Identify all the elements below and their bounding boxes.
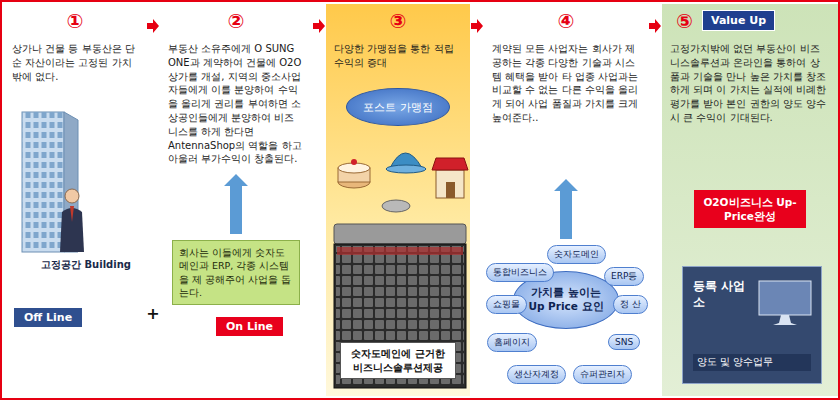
dish [382, 200, 410, 212]
solution-box: 숫자도메인에 근거한 비즈니스솔루션제공 [340, 342, 456, 379]
flow-arrow [147, 19, 159, 33]
node-text: 통합비즈니스 [493, 266, 547, 279]
building-illustration [22, 112, 84, 252]
factor-bubble: 통합비즈니스 [486, 263, 554, 282]
node-text: 슈퍼관리자 [580, 368, 625, 381]
flow-arrow [313, 19, 325, 33]
online-tag: On Line [216, 317, 283, 336]
callout-number: ④ [492, 8, 640, 34]
node-text: 홈페이지 [494, 336, 530, 349]
factor-bubble: 쇼핑몰 [486, 295, 527, 314]
shop [436, 170, 464, 198]
factor-bubble: ERP등 [604, 267, 644, 286]
building-windows [22, 112, 64, 252]
monitor-screen [759, 281, 811, 315]
node-text: 양도 및 양수업무 [693, 354, 811, 371]
franchise-ellipse: 포스트 가맹점 [346, 88, 450, 126]
monitor-icon [757, 279, 813, 329]
callout-number: ③ [334, 8, 462, 34]
panel-text: 부동산 소유주에게 O SUNG ONE과 계약하여 건물에 O2O상가를 개설… [168, 42, 304, 166]
office-box: 등록 사업소양도 및 양수업무 [682, 266, 822, 384]
device-top [334, 224, 466, 244]
hat [386, 165, 426, 173]
factor-bubble: 생산자계정 [507, 365, 566, 384]
shop-awning [432, 158, 468, 170]
result-box: O2O비즈니스 Up-Price완성 [694, 190, 806, 228]
node-text: 회사는 이들에게 숫자도메인과 ERP, 각종 시스템을 제 공해주어 사업을 … [179, 246, 293, 299]
stage-panel: ③ 다양한 가맹점을 통한 적립수익의 증대포스트 가맹점숫자도메인에 근거한 비… [326, 4, 470, 396]
panel-ground [326, 4, 470, 396]
shop-icons [338, 153, 468, 212]
flow-arrow [649, 19, 661, 33]
factor-bubble: 홈페이지 [487, 333, 537, 352]
factor-bubble: 숫자도메인 [547, 245, 606, 264]
panel-ground [662, 4, 838, 396]
value-up-tag: Value Up [702, 10, 775, 31]
person-tie [70, 206, 74, 222]
node-text: 등록 사업소 [693, 279, 757, 310]
stage-panel: ④ 계약된 모든 사업자는 회사가 제공하는 각종 다양한 기술과 시스템 혜택을… [484, 4, 648, 396]
node-text: On Line [226, 320, 273, 333]
factor-bubble: 슈퍼관리자 [573, 365, 632, 384]
plus-sign: + [146, 304, 160, 323]
node-text: Value Up [711, 14, 766, 27]
keyboard [334, 244, 466, 388]
panel-text: 다양한 가맹점을 통한 적립수익의 증대 [334, 42, 462, 70]
keys [336, 246, 464, 386]
callout-number: ② [168, 8, 304, 34]
up-arrow [554, 179, 578, 239]
label-holder: + [146, 304, 160, 323]
label-holder: 고정공간 Building [38, 258, 134, 271]
node-text: 숫자도메인 [554, 248, 599, 261]
node-text: 정 산 [620, 298, 641, 311]
up-arrow [224, 174, 248, 234]
node-text: ERP등 [611, 270, 637, 283]
node-text: 가치를 높이는 Up Price 요인 [526, 286, 606, 313]
building-caption: 고정공간 Building [38, 258, 134, 271]
node-text: 쇼핑몰 [493, 298, 520, 311]
node-text: O2O비즈니스 Up-Price완성 [700, 195, 800, 223]
panel-text: 고정가치밖에 없던 부동산이 비즈니스솔루션과 온라인을 통하여 상품과 기술을… [670, 42, 828, 125]
key-row [337, 247, 463, 255]
keyboard-illustration [334, 224, 466, 388]
callout-number: ① [12, 8, 138, 34]
factor-bubble: 정 산 [613, 295, 648, 314]
panel-text: 계약된 모든 사업자는 회사가 제공하는 각종 다양한 기술과 시스템 혜택을 … [492, 42, 640, 125]
factor-bubble: SNS [608, 334, 640, 350]
node-text: SNS [615, 337, 633, 347]
offline-tag: Off Line [14, 308, 82, 327]
stage-panel: ② 부동산 소유주에게 O SUNG ONE과 계약하여 건물에 O2O상가를 개… [160, 4, 312, 396]
node-text: Off Line [24, 311, 72, 324]
person-head [65, 189, 79, 203]
node-text: 숫자도메인에 근거한 비즈니스솔루션제공 [346, 347, 450, 374]
cherry [351, 159, 357, 165]
shop-door [446, 182, 455, 198]
stage-panel: ⑤고정가치밖에 없던 부동산이 비즈니스솔루션과 온라인을 통하여 상품과 기술… [662, 4, 836, 396]
node-text: 포스트 가맹점 [363, 100, 433, 115]
flow-arrow [471, 19, 483, 33]
building-front [22, 112, 64, 252]
panel-text: 상가나 건물 등 부동산은 단순 자산이라는 고정된 가치밖에 없다. [12, 42, 138, 83]
node-text: 생산자계정 [514, 368, 559, 381]
stage-panel: ① 상가나 건물 등 부동산은 단순 자산이라는 고정된 가치밖에 없다. Off … [4, 4, 146, 396]
monitor-stand [773, 315, 797, 325]
note-box: 회사는 이들에게 숫자도메인과 ERP, 각종 시스템을 제 공해주어 사업을 … [172, 240, 300, 305]
